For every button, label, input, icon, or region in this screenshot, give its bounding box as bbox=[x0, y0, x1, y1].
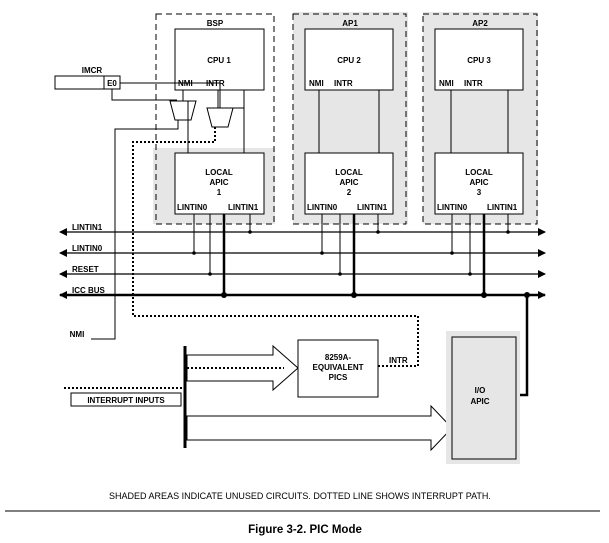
caption-text: SHADED AREAS INDICATE UNUSED CIRCUITS. D… bbox=[109, 491, 491, 501]
local-apic1-box bbox=[174, 152, 265, 215]
local-apic3-box bbox=[434, 152, 524, 215]
imcr-e0-bit: E0 bbox=[107, 79, 117, 88]
local-apic3-line1: LOCAL bbox=[465, 168, 493, 177]
pic-intr-label: INTR bbox=[389, 356, 408, 365]
local-apic3-line3: 3 bbox=[477, 188, 482, 197]
cpu2-label: CPU 2 bbox=[337, 56, 361, 65]
arrow-to-pic bbox=[186, 344, 299, 392]
cpu3-label: CPU 3 bbox=[467, 56, 491, 65]
imcr-select-line bbox=[111, 89, 177, 101]
ioapic-line2: APIC bbox=[470, 397, 489, 406]
cpu2-intr-label: INTR bbox=[334, 79, 353, 88]
local-apic2-line2: APIC bbox=[339, 178, 358, 187]
interrupt-path-dotted bbox=[132, 127, 419, 367]
figure-title: Figure 3-2. PIC Mode bbox=[248, 524, 362, 536]
imcr-select-line-2 bbox=[120, 82, 221, 108]
pic-box bbox=[297, 339, 379, 398]
bsp-boundary bbox=[155, 13, 275, 225]
nmi-input-label: NMI bbox=[70, 330, 85, 339]
local-apic1-line1: LOCAL bbox=[205, 168, 233, 177]
cpu1-label: CPU 1 bbox=[207, 56, 231, 65]
icc-bus-label: ICC BUS bbox=[72, 286, 106, 295]
apic3-lintin0-label: LINTIN0 bbox=[437, 203, 468, 212]
bsp-title: BSP bbox=[207, 19, 224, 28]
apic2-lintin1-label: LINTIN1 bbox=[357, 203, 388, 212]
apic3-lintin1-label: LINTIN1 bbox=[487, 203, 518, 212]
pic-line2: EQUIVALENT bbox=[313, 363, 364, 372]
apic1-lintin0-label: LINTIN0 bbox=[177, 203, 208, 212]
cpu2-box bbox=[304, 28, 394, 91]
ap1-title: AP1 bbox=[342, 19, 358, 28]
lintin0-bus-label: LINTIN0 bbox=[72, 244, 103, 253]
ioapic-box bbox=[451, 336, 517, 460]
local-apic1-line3: 1 bbox=[217, 188, 222, 197]
cpu3-nmi-label: NMI bbox=[439, 79, 454, 88]
local-apic2-box bbox=[304, 152, 394, 215]
nmi-input-line bbox=[91, 120, 179, 340]
apic1-lintin1-label: LINTIN1 bbox=[228, 203, 259, 212]
cpu1-box bbox=[174, 28, 265, 91]
intr-mux bbox=[206, 107, 234, 128]
arrow-to-ioapic bbox=[186, 404, 453, 452]
ioapic-line1: I/O bbox=[475, 386, 486, 395]
pic-line3: PICS bbox=[329, 373, 348, 382]
cpu2-nmi-label: NMI bbox=[309, 79, 324, 88]
local-apic2-line3: 2 bbox=[347, 188, 352, 197]
ap2-title: AP2 bbox=[472, 19, 488, 28]
reset-bus-label: RESET bbox=[72, 265, 99, 274]
pic-line1: 8259A- bbox=[325, 353, 352, 362]
ap2-boundary bbox=[422, 13, 538, 225]
apic2-lintin0-label: LINTIN0 bbox=[307, 203, 338, 212]
local-apic2-line1: LOCAL bbox=[335, 168, 363, 177]
interrupt-inputs-label: INTERRUPT INPUTS bbox=[87, 396, 165, 405]
lintin1-bus-label: LINTIN1 bbox=[72, 223, 103, 232]
cpu3-intr-label: INTR bbox=[464, 79, 483, 88]
cpu3-box bbox=[434, 28, 524, 91]
local-apic3-line2: APIC bbox=[469, 178, 488, 187]
nmi-mux bbox=[169, 100, 197, 121]
imcr-title: IMCR bbox=[82, 66, 103, 75]
local-apic1-line2: APIC bbox=[209, 178, 228, 187]
interrupt-inputs-box bbox=[70, 392, 182, 407]
ap1-boundary bbox=[292, 13, 407, 225]
